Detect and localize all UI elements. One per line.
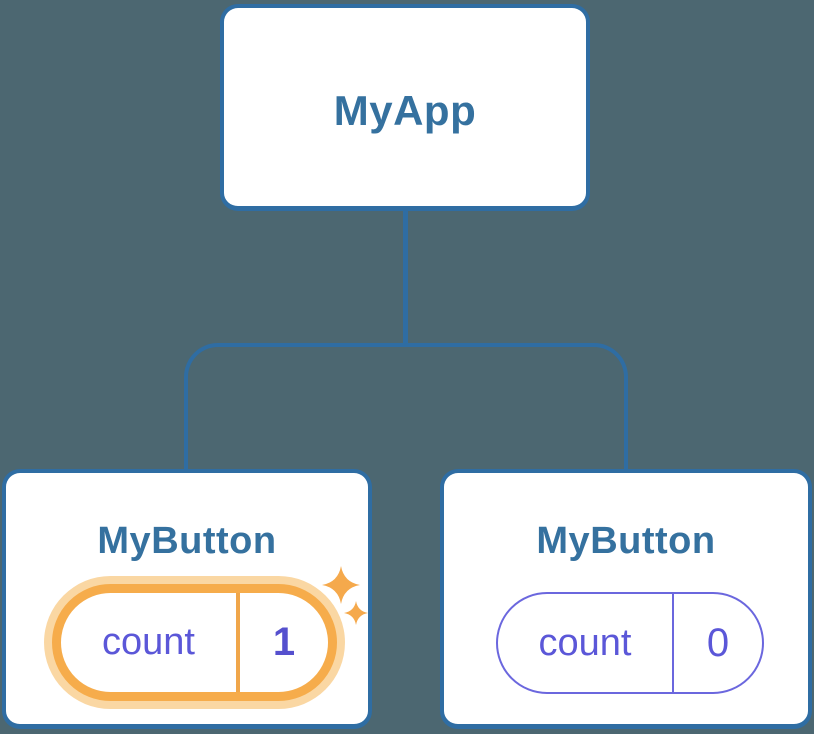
state-variable-value: 0 xyxy=(706,620,730,665)
component-name-label: MyApp xyxy=(333,87,477,134)
pill-divider xyxy=(672,594,674,692)
component-node-mybutton-left: MyButton count 1 xyxy=(2,469,372,729)
state-pill-highlighted: count 1 xyxy=(52,584,337,701)
component-node-myapp: MyApp xyxy=(220,4,590,211)
connector-branch-lines xyxy=(184,343,628,469)
state-variable-name: count xyxy=(538,621,632,664)
sparkles-icon xyxy=(322,566,368,625)
connector-stem-line xyxy=(403,211,408,347)
state-variable-name: count xyxy=(102,621,195,663)
state-variable-value: 1 xyxy=(272,620,296,664)
component-node-mybutton-right: MyButton count 0 xyxy=(440,469,812,729)
component-name-label: MyButton xyxy=(536,520,716,562)
pill-divider xyxy=(236,593,240,692)
component-name-label: MyButton xyxy=(97,520,277,562)
state-pill-plain: count 0 xyxy=(496,592,764,694)
